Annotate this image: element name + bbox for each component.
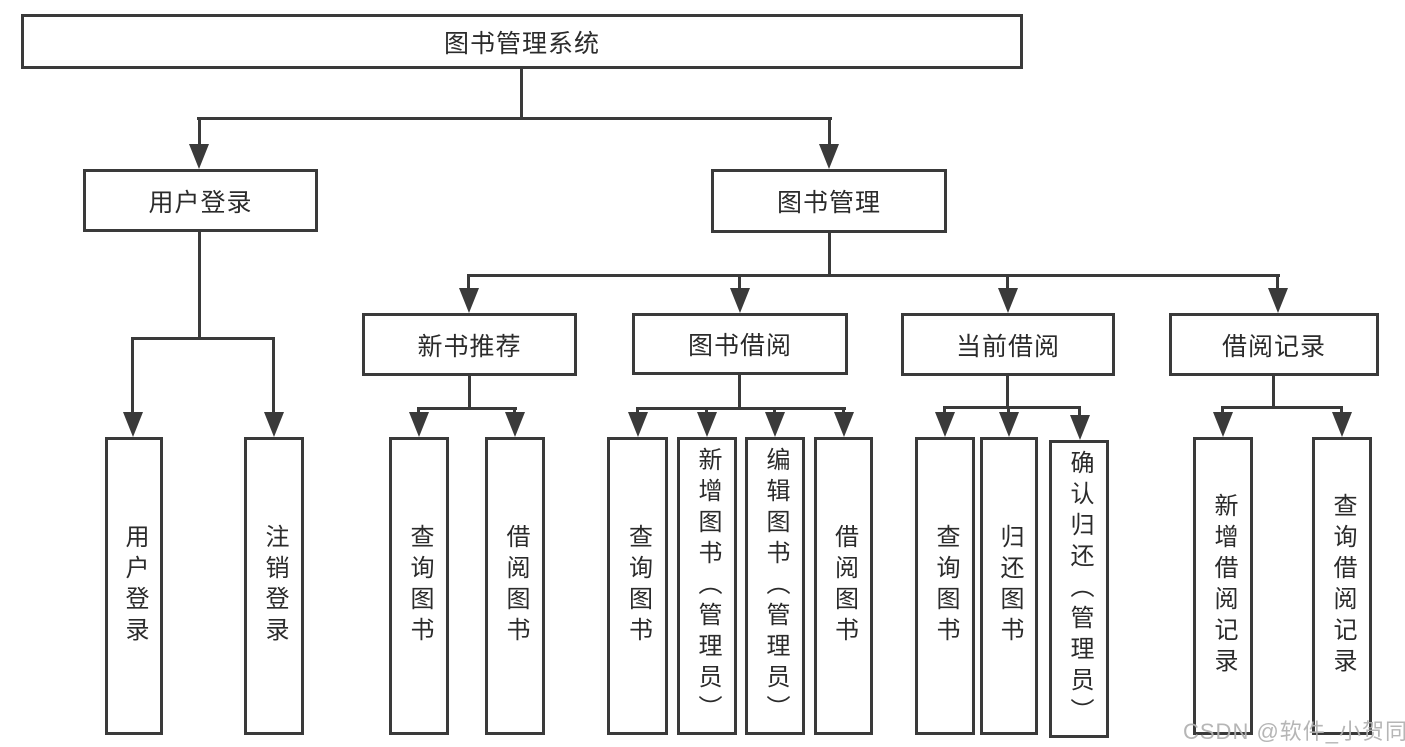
leaf-query-books-recommend: 查询图书 [389,437,449,735]
node-borrowing-records: 借阅记录 [1169,313,1379,376]
leaf-confirm-return-admin-label: 确认归还（管理员） [1066,449,1093,729]
arrow-down-icon [1070,415,1090,440]
leaf-query-books-borrow: 查询图书 [607,437,668,735]
connector-line [1221,406,1343,409]
connector-line [198,117,201,148]
leaf-borrow-books-recommend: 借阅图书 [485,437,545,735]
leaf-borrow-books-borrow: 借阅图书 [814,437,873,735]
leaf-user-login-label: 用户登录 [121,524,148,648]
leaf-edit-book-admin: 编辑图书（管理员） [745,437,805,735]
leaf-return-books-label: 归还图书 [996,524,1023,648]
arrow-down-icon [765,412,785,437]
arrow-down-icon [409,412,429,437]
connector-line [943,406,946,417]
arrow-down-icon [998,288,1018,313]
node-book-borrowing: 图书借阅 [632,313,848,375]
connector-line [738,375,741,410]
node-new-book-recommend: 新书推荐 [362,313,577,376]
arrow-down-icon [697,412,717,437]
arrow-down-icon [834,412,854,437]
connector-line [468,376,471,410]
leaf-user-login: 用户登录 [105,437,163,735]
node-book-management: 图书管理 [711,169,947,233]
node-book-borrowing-label: 图书借阅 [687,332,792,360]
leaf-add-borrow-record-label: 新增借阅记录 [1210,493,1237,679]
connector-line [828,117,831,148]
arrow-down-icon [505,412,525,437]
connector-line [828,233,831,277]
arrow-down-icon [1268,288,1288,313]
node-user-login-label: 用户登录 [148,188,253,217]
leaf-query-borrow-record: 查询借阅记录 [1312,437,1372,735]
connector-line [131,337,275,340]
arrow-down-icon [730,288,750,313]
leaf-add-book-admin: 新增图书（管理员） [677,437,737,735]
leaf-query-borrow-record-label: 查询借阅记录 [1329,493,1356,679]
connector-line [467,274,470,291]
leaf-return-books: 归还图书 [980,437,1038,735]
connector-line [1007,406,1010,417]
leaf-edit-book-admin-label: 编辑图书（管理员） [762,446,789,726]
node-user-login: 用户登录 [83,169,318,232]
connector-line [943,406,1081,409]
leaf-logout: 注销登录 [244,437,304,735]
connector-line [738,274,741,291]
arrow-down-icon [628,412,648,437]
connector-line [131,337,134,417]
node-current-borrowing-label: 当前借阅 [955,332,1060,361]
connector-line [1221,406,1224,417]
watermark: CSDN @软件_小贺同学 [1183,719,1405,744]
arrow-down-icon [935,412,955,437]
node-new-book-recommend-label: 新书推荐 [417,332,522,361]
leaf-query-books-recommend-label: 查询图书 [406,524,433,648]
leaf-add-borrow-record: 新增借阅记录 [1193,437,1253,735]
arrow-down-icon [1332,412,1352,437]
connector-line [198,232,201,340]
leaf-borrow-books-borrow-label: 借阅图书 [830,524,858,648]
arrow-down-icon [819,144,839,169]
connector-line [520,69,523,120]
connector-line [1006,274,1009,291]
node-root-label: 图书管理系统 [443,29,600,58]
connector-line [272,337,275,417]
leaf-logout-label: 注销登录 [261,524,288,648]
connector-line [417,407,517,410]
leaf-query-books-borrow-label: 查询图书 [624,524,652,648]
node-book-management-label: 图书管理 [776,189,881,217]
arrow-down-icon [459,288,479,313]
connector-line [1006,376,1009,409]
connector-line [468,274,1280,277]
leaf-confirm-return-admin: 确认归还（管理员） [1049,440,1109,738]
node-borrowing-records-label: 借阅记录 [1221,332,1326,361]
arrow-down-icon [999,412,1019,437]
node-root: 图书管理系统 [21,14,1023,69]
connector-line [636,407,846,410]
arrow-down-icon [264,412,284,437]
connector-line [1276,274,1279,291]
leaf-query-books-current: 查询图书 [915,437,975,735]
arrow-down-icon [189,144,209,169]
leaf-borrow-books-recommend-label: 借阅图书 [502,524,529,648]
leaf-add-book-admin-label: 新增图书（管理员） [694,446,721,726]
arrow-down-icon [1213,412,1233,437]
connector-line [1078,406,1081,417]
arrow-down-icon [123,412,143,437]
connector-line [1340,406,1343,417]
node-current-borrowing: 当前借阅 [901,313,1115,376]
connector-line [197,117,832,120]
leaf-query-books-current-label: 查询图书 [932,524,959,648]
connector-line [1272,376,1275,409]
